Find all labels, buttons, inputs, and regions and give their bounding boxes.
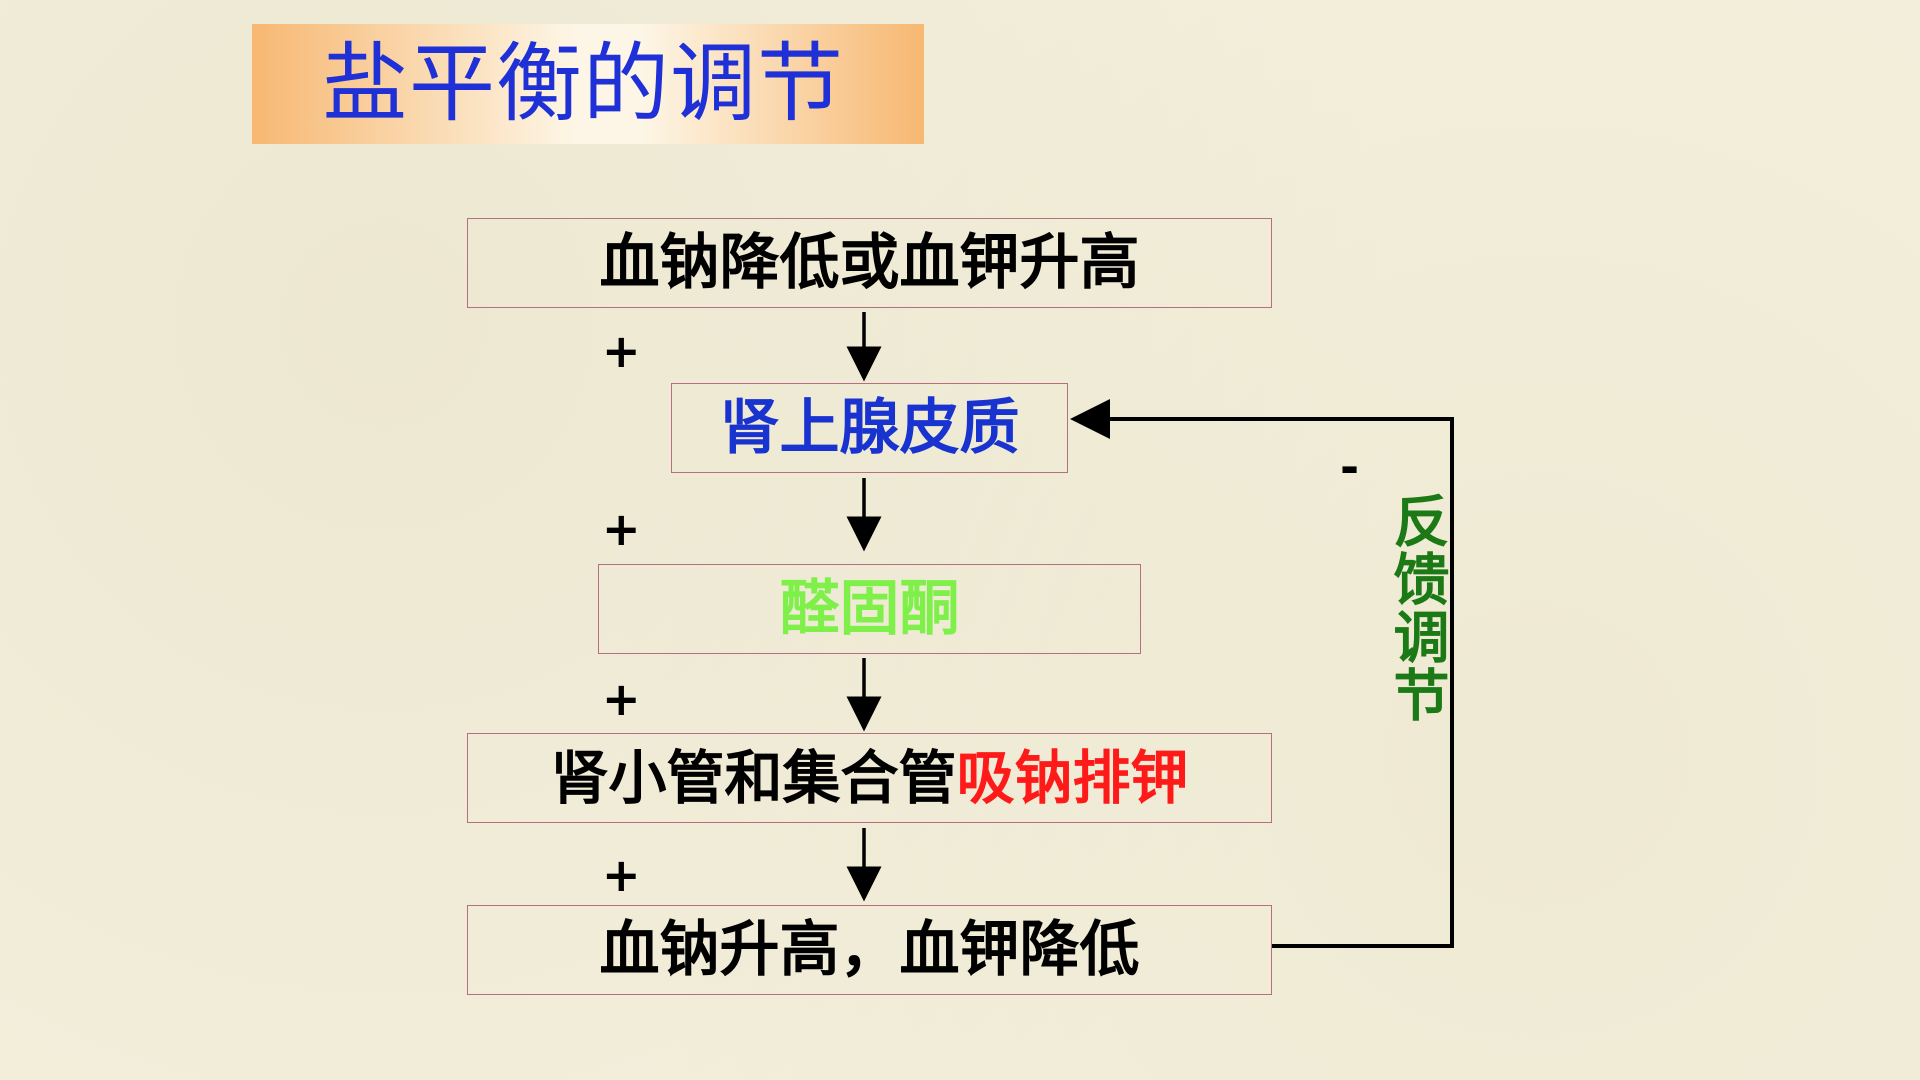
plus-sign-4: + — [602, 848, 641, 902]
node-tubules-action: 吸钠排钾 — [956, 744, 1189, 812]
node-tubules: 肾小管和集合管吸钠排钾 — [467, 733, 1272, 823]
plus-sign-3: + — [602, 672, 641, 726]
plus-sign-1: + — [602, 324, 641, 378]
node-aldosterone: 醛固酮 — [598, 564, 1141, 654]
node-stimulus: 血钠降低或血钾升高 — [467, 218, 1272, 308]
minus-sign: - — [1340, 440, 1360, 494]
title-banner: 盐平衡的调节 — [252, 24, 924, 144]
node-result-label: 血钠升高，血钾降低 — [599, 915, 1140, 985]
feedback-regulation-label: 反馈调节 — [1384, 492, 1449, 724]
page-title: 盐平衡的调节 — [322, 34, 844, 134]
node-stimulus-label: 血钠降低或血钾升高 — [599, 228, 1140, 298]
node-adrenal-cortex-label: 肾上腺皮质 — [719, 393, 1020, 463]
node-tubules-label: 肾小管和集合管 — [550, 744, 957, 812]
node-adrenal-cortex: 肾上腺皮质 — [671, 383, 1068, 473]
node-aldosterone-label: 醛固酮 — [779, 574, 960, 644]
feedback-loop-line — [1070, 399, 1454, 948]
node-result: 血钠升高，血钾降低 — [467, 905, 1272, 995]
plus-sign-2: + — [602, 502, 641, 556]
